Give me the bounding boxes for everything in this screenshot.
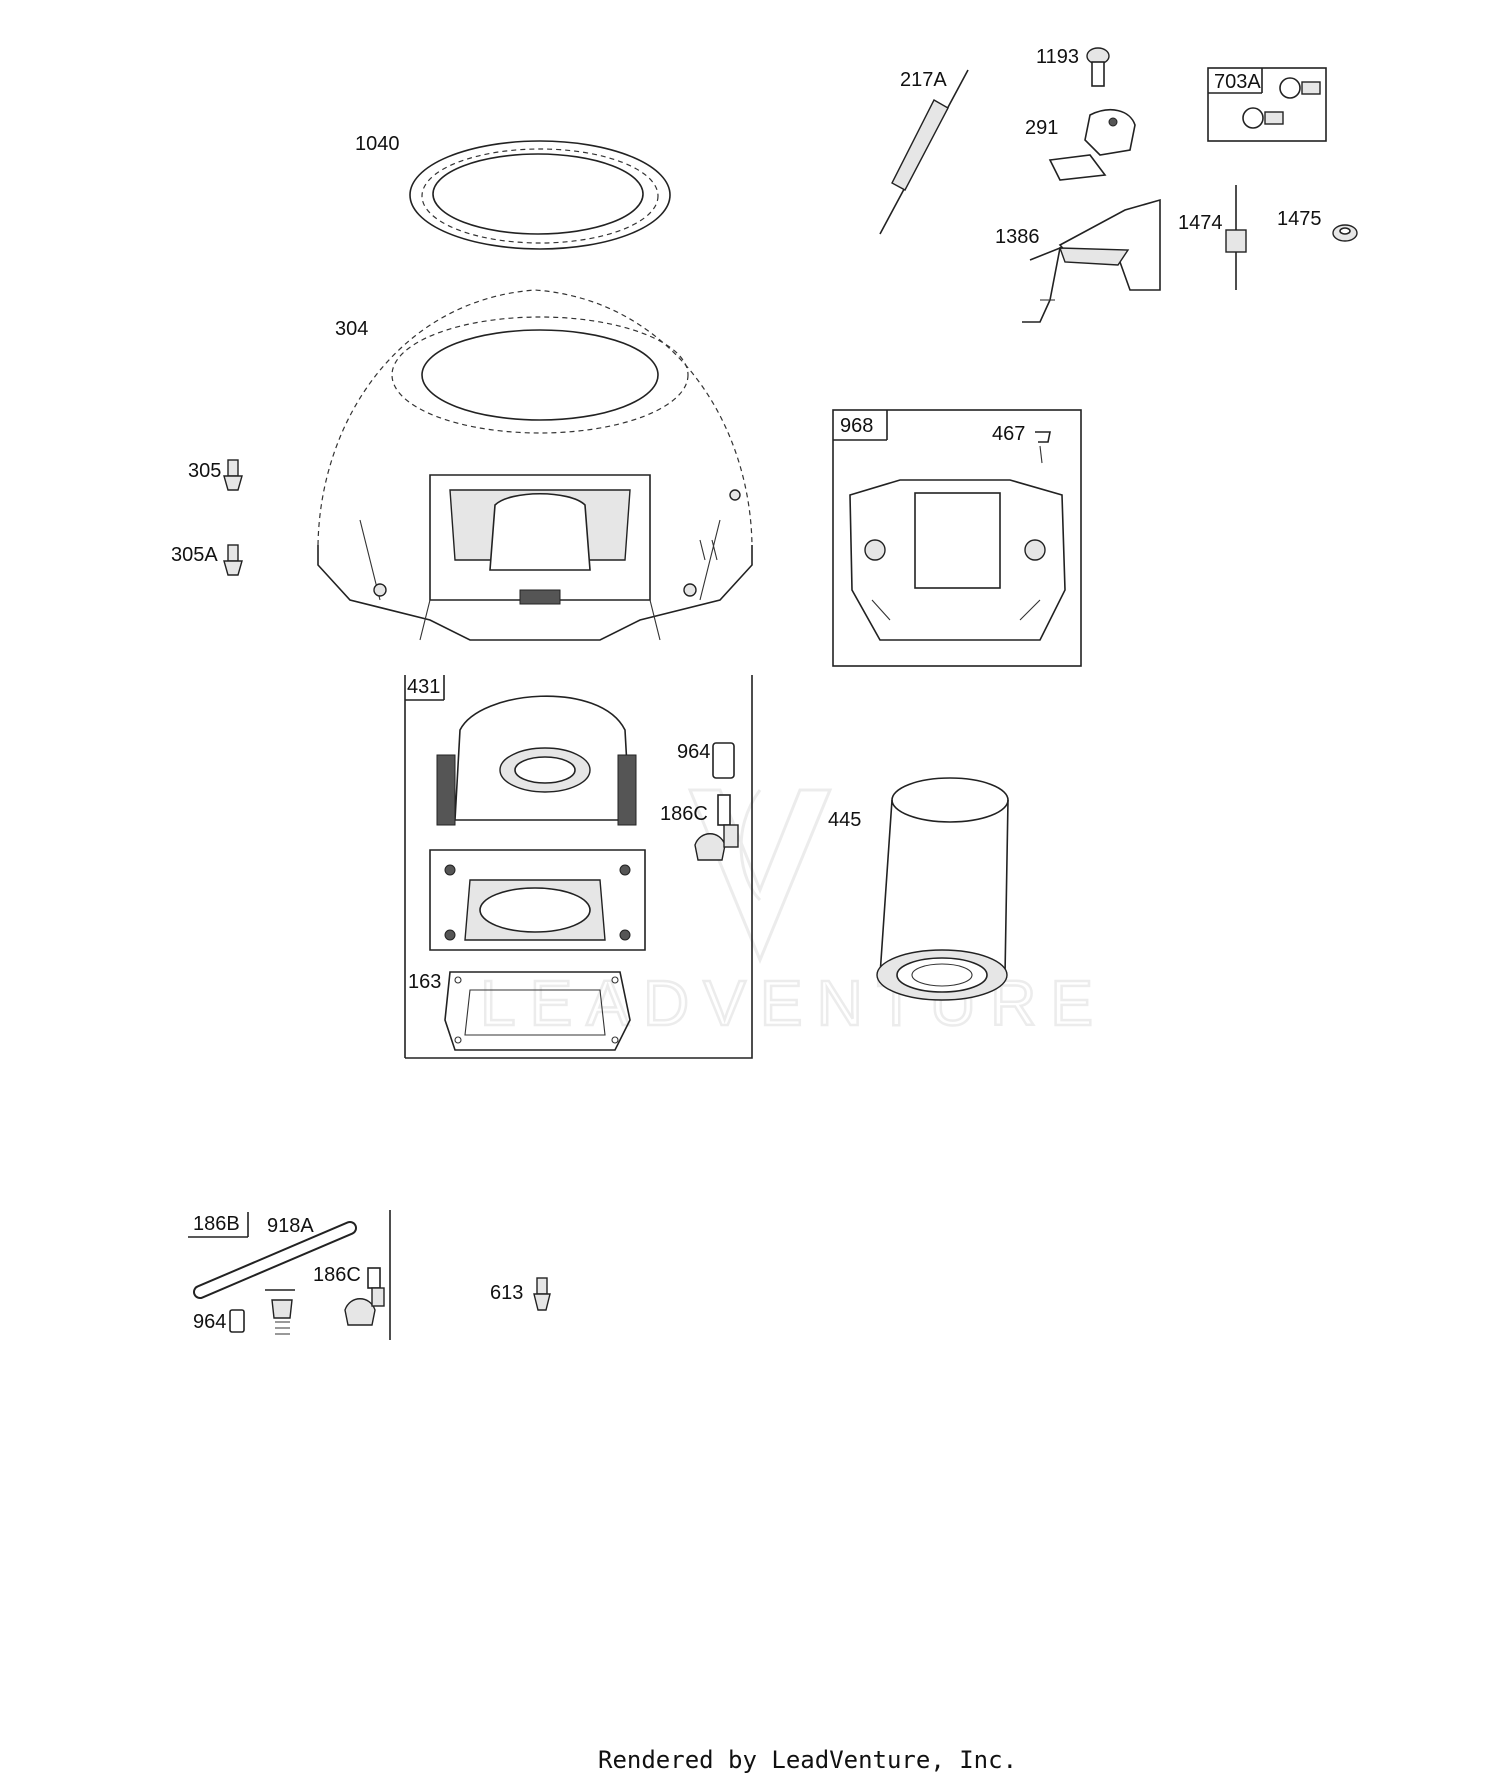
part-186c-screw-bottom[interactable] xyxy=(344,1267,385,1326)
callout-703a[interactable]: 703A xyxy=(1214,71,1261,93)
part-467-clip[interactable] xyxy=(1035,431,1051,464)
callout-1040[interactable]: 1040 xyxy=(355,133,400,155)
callout-304[interactable]: 304 xyxy=(335,318,368,340)
callout-1475[interactable]: 1475 xyxy=(1277,208,1322,230)
callout-467[interactable]: 467 xyxy=(992,423,1025,445)
part-445-air-filter[interactable] xyxy=(876,777,1009,1001)
callout-964-bottom[interactable]: 964 xyxy=(193,1311,226,1333)
part-304-blower-housing[interactable] xyxy=(317,289,753,641)
callout-613[interactable]: 613 xyxy=(490,1282,523,1304)
callout-291[interactable]: 291 xyxy=(1025,117,1058,139)
callout-431[interactable]: 431 xyxy=(407,676,440,698)
callout-918a[interactable]: 918A xyxy=(267,1215,314,1237)
part-186c-screw[interactable] xyxy=(694,794,739,861)
hose-clamp-screw[interactable] xyxy=(265,1289,295,1335)
part-305a-screw[interactable] xyxy=(223,544,243,576)
part-964-sleeve-bottom[interactable] xyxy=(229,1309,245,1333)
part-305-screw[interactable] xyxy=(223,459,243,491)
callout-968[interactable]: 968 xyxy=(840,415,873,437)
callout-964[interactable]: 964 xyxy=(677,741,710,763)
part-1474-stud[interactable] xyxy=(1225,185,1247,290)
part-968-cover-box[interactable] xyxy=(832,409,1082,667)
part-1040-ring[interactable] xyxy=(409,140,671,250)
callout-186b[interactable]: 186B xyxy=(193,1213,240,1235)
part-1475-nut[interactable] xyxy=(1332,224,1358,242)
part-431-base-box[interactable] xyxy=(404,675,753,1059)
part-1386-shield[interactable] xyxy=(1022,198,1161,323)
watermark-text: LEADVENTURE xyxy=(480,967,1107,1039)
part-964-sleeve[interactable] xyxy=(712,742,735,779)
callout-186c[interactable]: 186C xyxy=(660,803,708,825)
callout-1386[interactable]: 1386 xyxy=(995,226,1040,248)
part-918a-hose[interactable] xyxy=(193,1221,357,1299)
part-291-bracket[interactable] xyxy=(1048,109,1136,181)
part-163-gasket[interactable] xyxy=(444,971,631,1051)
footer-credit: Rendered by LeadVenture, Inc. xyxy=(598,1746,1017,1774)
callout-186c-bottom[interactable]: 186C xyxy=(313,1264,361,1286)
part-186b-group[interactable] xyxy=(188,1210,391,1340)
callout-305a[interactable]: 305A xyxy=(171,544,218,566)
callout-1474[interactable]: 1474 xyxy=(1178,212,1223,234)
part-217a-dipstick[interactable] xyxy=(879,69,969,235)
part-613-screw[interactable] xyxy=(533,1277,551,1311)
callout-445[interactable]: 445 xyxy=(828,809,861,831)
callout-217a[interactable]: 217A xyxy=(900,69,947,91)
part-703a-box[interactable] xyxy=(1207,67,1327,142)
callout-1193[interactable]: 1193 xyxy=(1036,46,1079,68)
callout-305[interactable]: 305 xyxy=(188,460,221,482)
callout-163[interactable]: 163 xyxy=(408,971,441,993)
part-1193-screw[interactable] xyxy=(1086,47,1110,87)
